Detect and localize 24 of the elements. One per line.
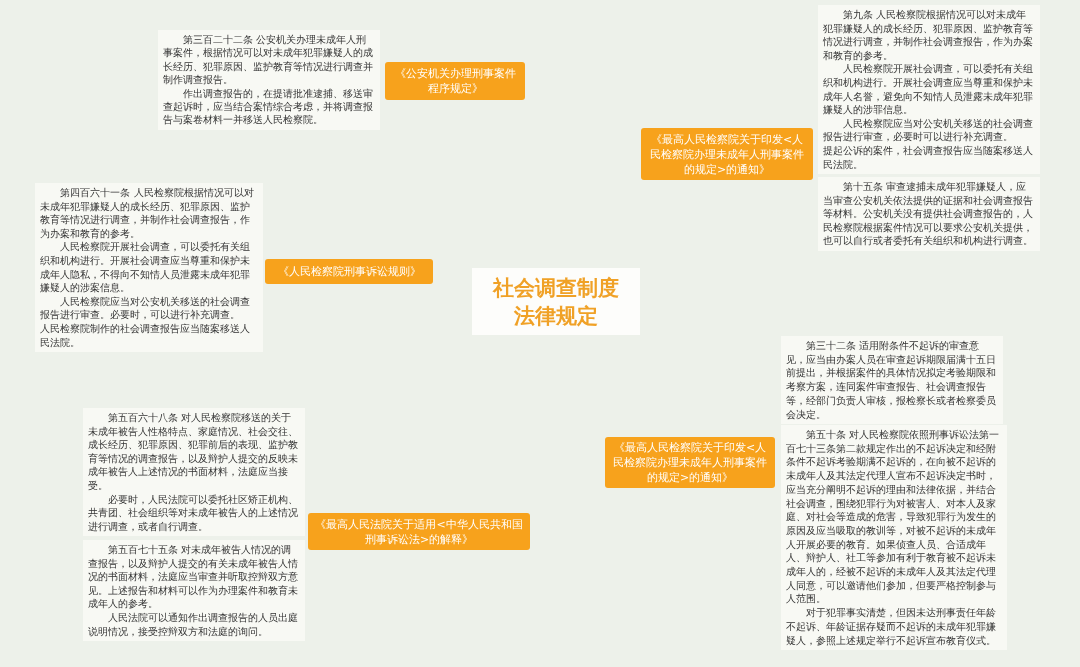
- topic-box: 《最高人民检察院关于印发<人民检察院办理未成年人刑事案件的规定>的通知》: [641, 128, 813, 180]
- paragraph-text: 第十五条 审查逮捕未成年犯罪嫌疑人，应当审查公安机关依法提供的证据和社会调查报告等材料。公安机关没有提供社会调查报告的，人民检察院根据案件情况可以要求公安机关提供，也可以自行或者委托有关组织和机构进行调查。: [823, 180, 1034, 248]
- paragraph-text: 第五十条 对人民检察院依照刑事诉讼法第一百七十三条第二款规定作出的不起诉决定和经附条件不起诉考验期满不起诉的，在向被不起诉的未成年人及其法定代理人宣布不起诉决定书时，应当充分阐明不起诉的理由和法律依据，并结合社会调查，围绕犯罪行为对被害人、对本人及家庭、对社会等造成的危害，导致犯罪行为发生的原因及应当吸取的教训等，对被不起诉的未成年人开展必要的教育。如果侦查人员、合适成年人、辩护人、社工等参加有利于教育被不起诉未成年人的，经被不起诉的未成年人及其法定代理人同意，可以邀请他们参加，但要严格控制参与人范围。: [786, 428, 1000, 607]
- paragraph-text: 第三百二十二条 公安机关办理未成年人刑事案件，根据情况可以对未成年犯罪嫌疑人的成长经历、犯罪原因、监护教育等情况进行调查并制作调查报告。: [163, 33, 374, 87]
- paragraph-text: 必要时，人民法院可以委托社区矫正机构、共青团、社会组织等对未成年被告人的上述情况进行调查，或者自行调查。: [88, 492, 299, 534]
- paragraph-text: 第五百七十五条 对未成年被告人情况的调查报告，以及辩护人提交的有关未成年被告人情况的书面材料，法庭应当审查并听取控辩双方意见。上述报告和材料可以作为办理案件和教育未成年人的参考。: [88, 543, 299, 611]
- paragraph-text: 第四百六十一条 人民检察院根据情况可以对未成年犯罪嫌疑人的成长经历、犯罪原因、监护教育等情况进行调查，并制作社会调查报告，作为办案和教育的参考。: [40, 186, 255, 241]
- topic-box: 《最高人民法院关于适用<中华人民共和国刑事诉讼法>的解释》: [308, 513, 530, 550]
- paragraph-text: 提起公诉的案件，社会调查报告应当随案移送人民法院。: [823, 143, 1034, 172]
- topic-box: 《公安机关办理刑事案件程序规定》: [385, 62, 525, 100]
- paragraph-text: 人民检察院应当对公安机关移送的社会调查报告进行审查。必要时，可以进行补充调查。: [40, 294, 252, 322]
- paragraph-text: 第九条 人民检察院根据情况可以对未成年犯罪嫌疑人的成长经历、犯罪原因、监护教育等情况进行调查，并制作社会调查报告，作为办案和教育的参考。: [823, 8, 1034, 63]
- central-topic-box: 社会调查制度法律规定: [472, 268, 640, 335]
- paragraph-text: 人民检察院制作的社会调查报告应当随案移送人民法院。: [40, 321, 251, 350]
- paragraph-text: 第三十二条 适用附条件不起诉的审查意见，应当由办案人员在审查起诉期限届满十五日前提出，并根据案件的具体情况拟定考验期限和考察方案，连同案件审查报告、社会调查报告等，经部门负责人审核，报检察长或者检察委员会决定。: [786, 339, 997, 422]
- paragraph-text: 人民检察院开展社会调查，可以委托有关组织和机构进行。开展社会调查应当尊重和保护未成年人隐私，不得向不知情人员泄露未成年犯罪嫌疑人的涉案信息。: [40, 240, 252, 295]
- topic-box: 《最高人民检察院关于印发<人民检察院办理未成年人刑事案件的规定>的通知》: [605, 437, 775, 488]
- paragraph-text: 人民检察院开展社会调查，可以委托有关组织和机构进行。开展社会调查应当尊重和保护未成年人名誉，避免向不知情人员泄露未成年犯罪嫌疑人的涉罪信息。: [823, 62, 1034, 117]
- topic-box: 《人民检察院刑事诉讼规则》: [265, 259, 433, 284]
- paragraph-text: 人民检察院应当对公安机关移送的社会调查报告进行审查，必要时可以进行补充调查。: [823, 116, 1034, 144]
- paragraph-text: 对于犯罪事实清楚，但因未达刑事责任年龄不起诉、年龄证据存疑而不起诉的未成年犯罪嫌疑人，参照上述规定举行不起诉宣布教育仪式。: [786, 606, 997, 648]
- paragraph-text: 作出调查报告的，在提请批准逮捕、移送审查起诉时，应当结合案情综合考虑，并将调查报告与案卷材料一并移送人民检察院。: [163, 86, 374, 127]
- paragraph-text: 人民法院可以通知作出调查报告的人员出庭说明情况，接受控辩双方和法庭的询问。: [88, 610, 299, 639]
- paragraph-text: 第五百六十八条 对人民检察院移送的关于未成年被告人性格特点、家庭情况、社会交往、成长经历、犯罪原因、犯罪前后的表现、监护教育等情况的调查报告，以及辩护人提交的反映未成年被告人上述情况的书面材料，法庭应当接受。: [88, 411, 299, 493]
